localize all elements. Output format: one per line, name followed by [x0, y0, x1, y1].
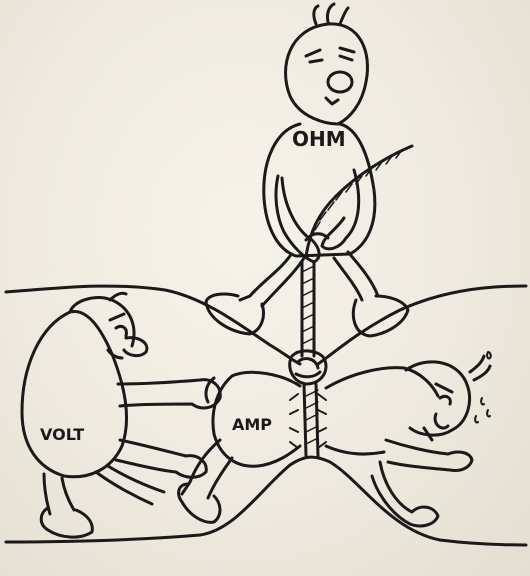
amp-lower-arm: [370, 460, 440, 528]
rope-lower-twist: [301, 265, 315, 345]
volt-label: VOLT: [40, 425, 84, 444]
amp-mouth: [422, 426, 434, 442]
ohm-body: [262, 122, 377, 258]
ohm-character: [204, 2, 410, 338]
amp-eye: [438, 394, 452, 406]
upper-pipe-wall: [4, 284, 528, 366]
amp-upper-arm: [384, 438, 474, 472]
volt-head-top: [68, 296, 136, 348]
ohm-rope-hand-fold: [304, 232, 330, 242]
volt-left-leg: [42, 472, 76, 516]
lower-pipe-wall: [4, 455, 528, 547]
volt-upper-arm: [116, 378, 222, 410]
volt-mouth: [106, 348, 124, 360]
amp-right-lower: [324, 444, 386, 456]
volt-lower-arm: [114, 438, 208, 479]
amp-right-body: [324, 366, 440, 398]
amp-squeeze-marks-right: [317, 393, 327, 449]
rope-upper-twist: [308, 149, 403, 241]
ohm-left-brow: [304, 48, 322, 58]
amp-head: [404, 360, 471, 437]
volt-body: [20, 309, 129, 479]
ohm-right-shoe: [351, 294, 410, 338]
volt-character: [20, 291, 222, 539]
volt-eye: [114, 324, 128, 338]
amp-nose: [433, 412, 450, 430]
volt-shoe: [39, 506, 94, 539]
volt-brow: [108, 312, 126, 322]
rope-upper: [304, 144, 414, 258]
amp-tears: [474, 351, 492, 424]
ohm-head: [284, 22, 369, 126]
ohm-hair: [312, 2, 350, 26]
ohm-mouth: [326, 70, 354, 94]
ohm-label: OHM: [292, 127, 346, 151]
amp-character: [177, 351, 492, 528]
rope: [288, 144, 414, 458]
ohm-left-leg: [238, 254, 306, 308]
pipe-walls: [4, 284, 528, 547]
ohm-right-brow: [338, 46, 356, 54]
ohm-left-shoe: [204, 292, 265, 336]
labels: OHM VOLT AMP: [40, 127, 346, 444]
amp-squeeze-marks-left: [289, 393, 299, 449]
amp-body: [211, 370, 302, 468]
amp-hair: [468, 354, 492, 382]
amp-left-shoe: [177, 482, 222, 524]
ohm-right-leg: [332, 250, 380, 302]
volt-right-leg: [94, 464, 166, 506]
ohm-left-eye: [308, 58, 324, 64]
ohm-chin: [324, 96, 340, 106]
amp-hand: [204, 376, 216, 404]
volt-nose: [122, 336, 149, 358]
ohm-right-eye: [338, 54, 354, 62]
volt-hair: [108, 291, 128, 302]
rope-into-amp-twist: [305, 389, 319, 445]
amp-brow: [434, 382, 454, 394]
rope-knot: [288, 349, 328, 386]
amp-left-leg: [180, 438, 234, 500]
amp-label: AMP: [232, 415, 272, 434]
ohm-right-arm: [320, 168, 361, 251]
